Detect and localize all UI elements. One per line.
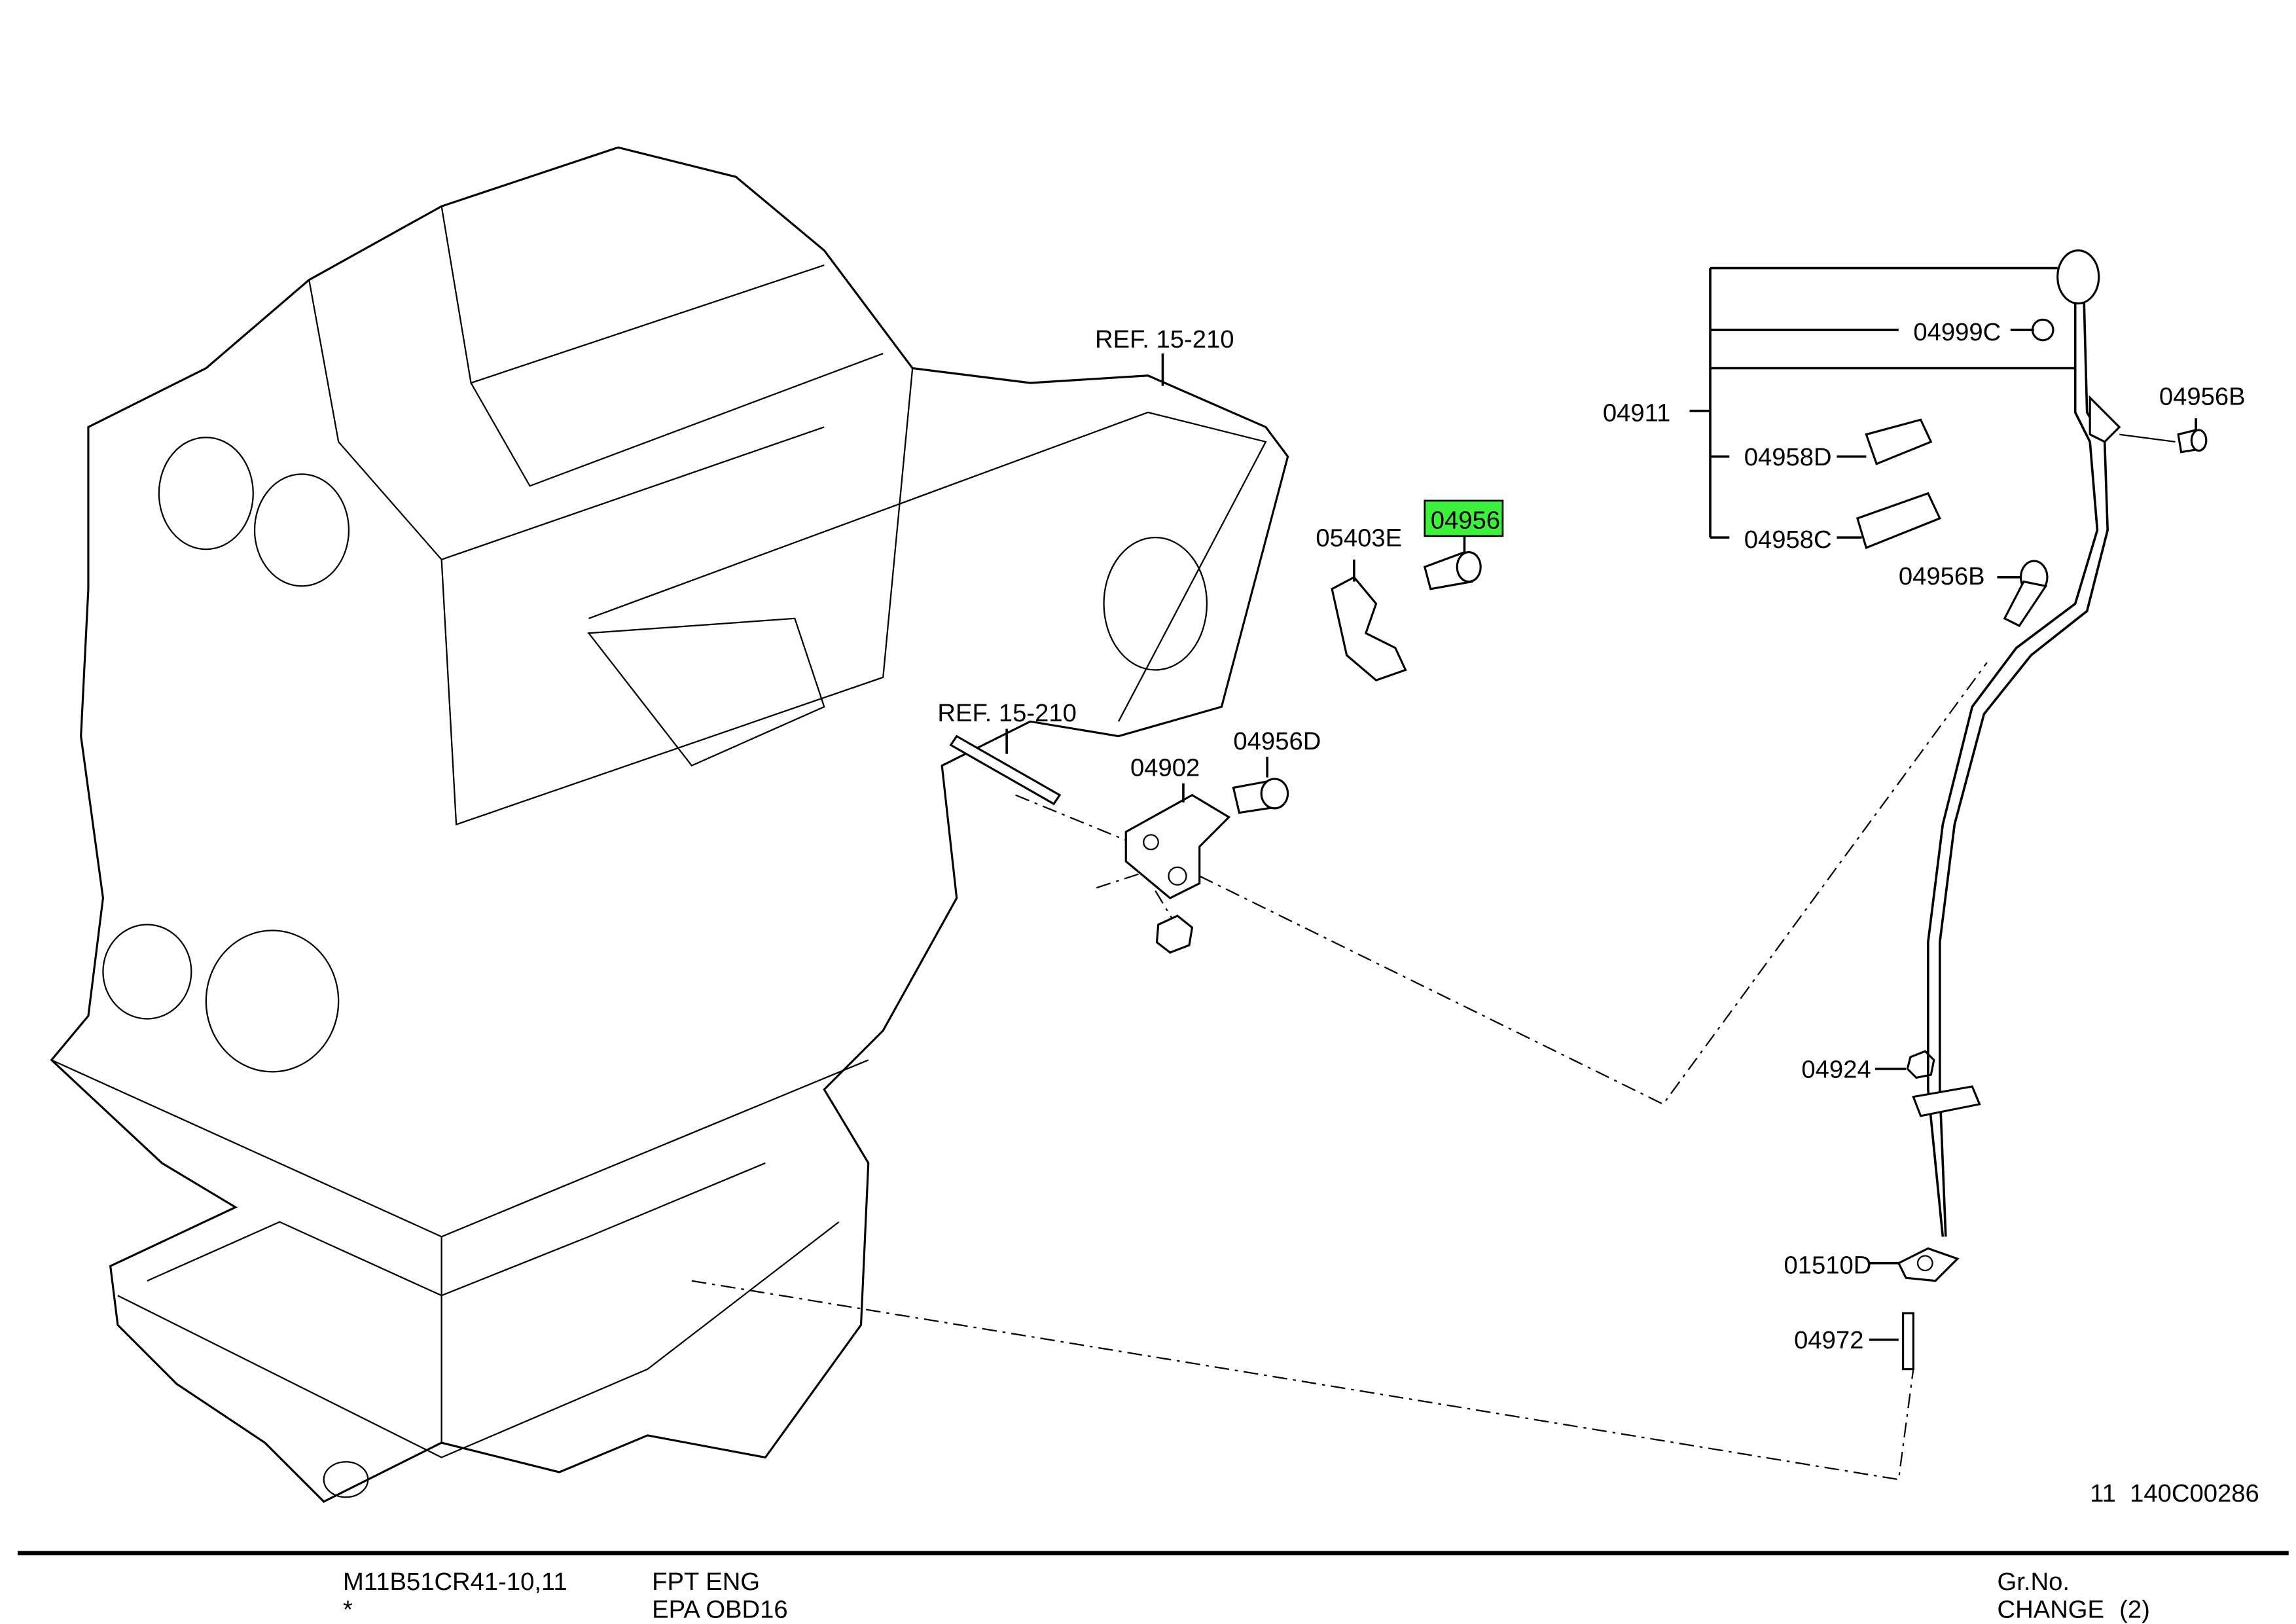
emission-spec: EPA OBD16 (652, 1596, 787, 1624)
callout-04958C[interactable]: 04958C (1744, 526, 1832, 554)
bolt-04956D (1232, 778, 1289, 814)
nut (1155, 914, 1194, 954)
gasket-01510D (1897, 1247, 1960, 1282)
bolt-04956B-right (2177, 429, 2208, 454)
stud-04972 (1902, 1312, 1914, 1371)
clip-04958D (1865, 418, 1933, 465)
callout-labels: REF. 15-210 REF. 15-210 05403E 04956 049… (937, 318, 2259, 1507)
callout-04956D[interactable]: 04956D (1233, 727, 1321, 755)
engine-type: FPT ENG (652, 1568, 760, 1596)
change-label: CHANGE (1998, 1596, 2105, 1624)
highlight-box (1424, 499, 1504, 537)
dipstick-04911 (1912, 249, 2176, 1237)
footer: M11B51CR41-10,11 * FPT ENG EPA OBD16 Gr.… (17, 1551, 2289, 1624)
callout-04956B-right[interactable]: 04956B (2159, 383, 2246, 411)
drawing-number: 11 140C00286 (2090, 1479, 2259, 1507)
bracket-04902 (1124, 793, 1231, 899)
callout-04902[interactable]: 04902 (1130, 753, 1200, 782)
small-parts (949, 318, 2208, 1371)
asterisk-mark: * (343, 1596, 353, 1624)
callout-04956B-left[interactable]: 04956B (1899, 562, 1985, 590)
callout-04924[interactable]: 04924 (1801, 1055, 1871, 1083)
group-number-label: Gr.No. (1998, 1568, 2070, 1596)
change-value: (2) (2119, 1596, 2150, 1624)
callout-01510D[interactable]: 01510D (1784, 1251, 1871, 1279)
model-code: M11B51CR41-10,11 (343, 1568, 567, 1596)
callout-04972[interactable]: 04972 (1794, 1326, 1863, 1354)
callout-04999C[interactable]: 04999C (1913, 318, 2001, 346)
callout-ref-lower[interactable]: REF. 15-210 (937, 699, 1076, 727)
stud-ref-lower (949, 734, 1062, 806)
bolt-04956 (1423, 550, 1482, 590)
nut-04924 (1906, 1050, 1935, 1079)
clip-04958C (1856, 492, 1941, 549)
oring-04999C (2031, 318, 2054, 342)
engine-illustration (50, 146, 1289, 1503)
callout-05403E[interactable]: 05403E (1316, 524, 1402, 552)
callout-04911[interactable]: 04911 (1603, 399, 1670, 427)
leader-lines (1005, 266, 2197, 1341)
bolt-04956B-left (2003, 560, 2049, 628)
callout-ref-upper[interactable]: REF. 15-210 (1095, 325, 1234, 353)
callout-04958D[interactable]: 04958D (1744, 443, 1832, 471)
bracket-05403E (1331, 575, 1407, 682)
callout-04956-highlighted[interactable]: 04956 (1431, 507, 1500, 535)
